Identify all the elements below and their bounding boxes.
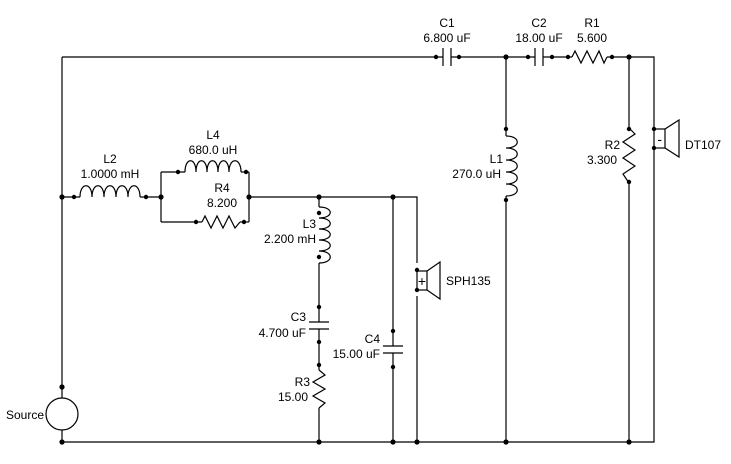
- resistor-r3-symbol: [311, 369, 327, 409]
- terminal-dot: [549, 54, 555, 60]
- terminal-dot: [243, 169, 249, 175]
- l3-name-label: L3: [303, 217, 317, 231]
- terminal-dot: [175, 169, 181, 175]
- tweeter-name-label: DT107: [685, 138, 721, 152]
- c3-name-label: C3: [291, 310, 307, 324]
- capacitor-c4-symbol: [383, 345, 403, 354]
- woofer-polarity-label: +: [418, 273, 426, 289]
- l3-value-label: 2.200 mH: [264, 232, 316, 246]
- r2-value-label: 3.300: [587, 153, 617, 167]
- junction-dot: [246, 194, 252, 200]
- terminal-dot: [71, 194, 77, 200]
- terminal-dot: [390, 328, 396, 334]
- source-label: Source: [6, 408, 44, 422]
- terminal-dot: [565, 54, 571, 60]
- wire-woofer-node: [249, 196, 418, 263]
- junction-dot: [59, 384, 65, 390]
- resistor-r2-symbol: [621, 127, 637, 184]
- terminal-dot: [456, 54, 462, 60]
- terminal-dot: [525, 54, 531, 60]
- junction-dot: [503, 439, 509, 445]
- junction-dot: [158, 194, 164, 200]
- c3-value-label: 4.700 uF: [259, 326, 306, 340]
- inductor-l4-symbol: [184, 160, 242, 173]
- wire-bottom-rail: [62, 148, 655, 443]
- junction-dot: [316, 194, 322, 200]
- r4-value-label: 8.200: [207, 196, 237, 210]
- tweeter-speaker-icon: [653, 118, 680, 159]
- inductor-l3-symbol: [318, 206, 331, 264]
- terminal-dot: [503, 126, 509, 132]
- l2-value-label: 1.0000 mH: [81, 167, 140, 181]
- terminal-dot: [626, 126, 632, 132]
- r1-value-label: 5.600: [577, 31, 607, 45]
- terminal-dot: [193, 219, 199, 225]
- woofer-speaker-icon: [416, 260, 441, 301]
- c1-value-label: 6.800 uF: [423, 31, 470, 45]
- junction-dot: [626, 54, 632, 60]
- inductor-l2-symbol: [79, 185, 141, 198]
- junction-dot: [390, 439, 396, 445]
- wires: [61, 56, 655, 443]
- c4-name-label: C4: [365, 332, 381, 346]
- terminal-dot: [316, 362, 322, 368]
- terminal-dot: [316, 304, 322, 310]
- r4-name-label: R4: [214, 181, 230, 195]
- capacitor-c2-symbol: [534, 48, 544, 66]
- terminal-dot: [316, 254, 322, 260]
- l2-name-label: L2: [103, 152, 117, 166]
- terminal-dot: [316, 339, 322, 345]
- terminal-dot: [433, 54, 439, 60]
- c2-name-label: C2: [531, 16, 547, 30]
- c2-value-label: 18.00 uF: [515, 31, 562, 45]
- junction-dot: [503, 54, 509, 60]
- c1-name-label: C1: [439, 16, 455, 30]
- inductor-l1-symbol: [505, 135, 518, 197]
- l1-value-label: 270.0 uH: [452, 167, 501, 181]
- wire-r1-out: [607, 56, 655, 129]
- junction-dots: [59, 54, 657, 445]
- capacitor-c1-symbol: [442, 48, 452, 66]
- terminal-dot: [316, 210, 322, 216]
- capacitor-c3-symbol: [309, 321, 329, 330]
- junction-dot: [414, 439, 420, 445]
- terminal-dot: [143, 194, 149, 200]
- r2-name-label: R2: [605, 138, 621, 152]
- terminal-dot: [241, 219, 247, 225]
- r3-name-label: R3: [295, 375, 311, 389]
- junction-dot: [59, 439, 65, 445]
- l4-value-label: 680.0 uH: [189, 143, 238, 157]
- resistor-r1-symbol: [571, 49, 608, 65]
- l4-name-label: L4: [206, 128, 220, 142]
- woofer-name-label: SPH135: [446, 274, 491, 288]
- c4-value-label: 15.00 uF: [333, 347, 380, 361]
- source-icon: [45, 397, 79, 431]
- r1-name-label: R1: [584, 16, 600, 30]
- terminal-dot: [390, 364, 396, 370]
- l1-name-label: L1: [490, 152, 504, 166]
- junction-dot: [390, 194, 396, 200]
- terminal-dot: [503, 197, 509, 203]
- junction-dot: [59, 194, 65, 200]
- junction-dot: [626, 439, 632, 445]
- junction-dot: [316, 439, 322, 445]
- resistor-r4-symbol: [201, 214, 241, 230]
- r3-value-label: 15.00: [278, 390, 308, 404]
- tweeter-polarity-label: -: [657, 131, 662, 147]
- terminal-dot: [609, 54, 615, 60]
